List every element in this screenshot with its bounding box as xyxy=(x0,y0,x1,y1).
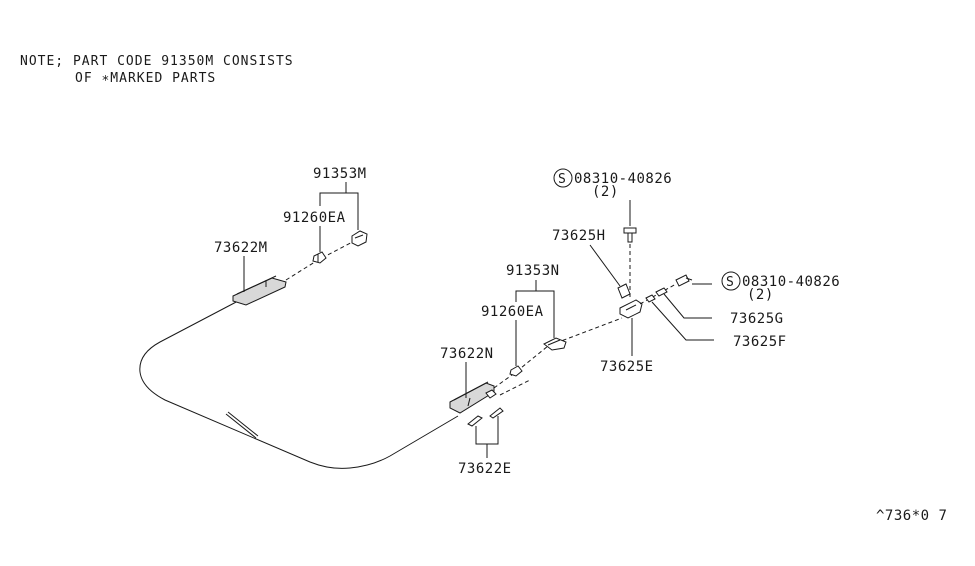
label-bolt2-qty: (2) xyxy=(747,287,774,303)
note-line-2: OF ∗MARKED PARTS xyxy=(75,71,216,86)
label-bolt2-code: 08310-40826 xyxy=(742,274,840,290)
plate-73625f xyxy=(645,294,656,303)
bracket-91353n xyxy=(515,280,555,338)
label-bolt1-qty: (2) xyxy=(592,184,619,200)
drain-hose xyxy=(139,299,459,469)
s-circle-1 xyxy=(553,168,573,188)
bolt-08310-40826-top xyxy=(623,227,637,243)
label-91260ea-mid: 91260EA xyxy=(481,304,544,320)
diagram-code: ^736*0 7 xyxy=(876,508,947,524)
holder-91353m xyxy=(351,230,368,247)
label-bolt1-code: 08310-40826 xyxy=(574,171,672,187)
clip-91260ea-top xyxy=(312,251,327,264)
label-91353n: 91353N xyxy=(506,263,560,279)
label-73622m: 73622M xyxy=(214,240,268,256)
plate-73625h xyxy=(617,283,631,299)
clip-91260ea-mid xyxy=(509,365,523,377)
label-73622n: 73622N xyxy=(440,346,494,362)
assembly-line-mid xyxy=(493,317,623,389)
plate-73625g xyxy=(655,287,668,297)
bolt-08310-40826-right xyxy=(675,274,693,287)
clips-73622e xyxy=(467,407,504,427)
label-73625h: 73625H xyxy=(552,228,606,244)
hose-clip-line-2 xyxy=(227,411,259,437)
drain-tube-73622n xyxy=(449,381,497,414)
bracket-73622e xyxy=(475,416,499,458)
hose-clip-line xyxy=(225,413,257,439)
drain-tube-73622m xyxy=(232,275,287,306)
label-91353m: 91353M xyxy=(313,166,367,182)
bracket-73625e xyxy=(619,299,643,319)
leader-73625f xyxy=(651,301,714,341)
leader-73625h xyxy=(589,244,621,287)
holder-91353n xyxy=(543,337,567,351)
leader-73625g xyxy=(663,293,712,319)
s-circle-2-letter: S xyxy=(726,275,734,290)
label-73625f: 73625F xyxy=(733,334,787,350)
s-circle-1-letter: S xyxy=(558,172,566,187)
label-73625e: 73625E xyxy=(600,359,654,375)
label-73625g: 73625G xyxy=(730,311,784,327)
note-line-1: NOTE; PART CODE 91350M CONSISTS xyxy=(20,54,294,69)
label-91260ea-top: 91260EA xyxy=(283,210,346,226)
assembly-line-mid-2 xyxy=(499,379,531,396)
s-circle-2 xyxy=(721,271,741,291)
label-73622e: 73622E xyxy=(458,461,512,477)
bracket-91353m xyxy=(319,182,359,230)
